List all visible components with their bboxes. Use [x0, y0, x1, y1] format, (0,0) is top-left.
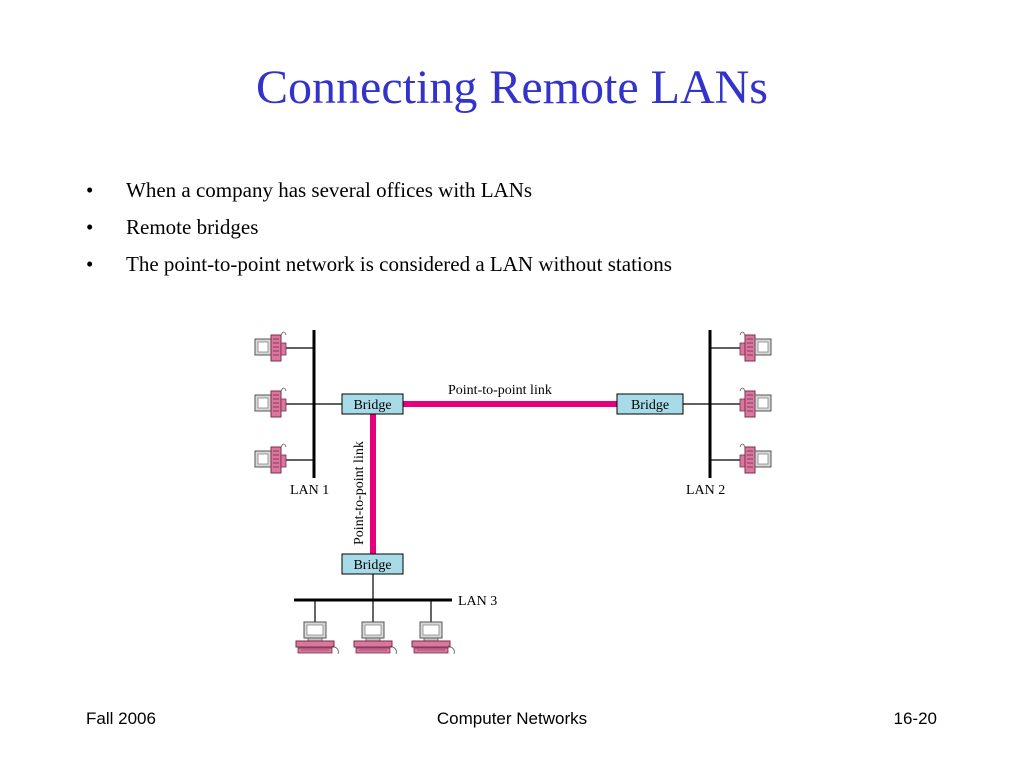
bullet-list: • When a company has several offices wit…	[86, 172, 672, 283]
slide-title: Connecting Remote LANs	[256, 61, 768, 114]
bridge-lan2: Bridge	[616, 393, 684, 415]
bullet-marker: •	[86, 215, 94, 239]
footer-page-number: 16-20	[893, 709, 937, 728]
bullet-text: Remote bridges	[126, 215, 259, 239]
lan1-station-icon	[254, 331, 287, 362]
bullet-item: • When a company has several offices wit…	[86, 172, 672, 209]
bullet-marker: •	[86, 178, 94, 202]
footer-date: Fall 2006	[86, 709, 156, 728]
bridge-box	[616, 393, 684, 415]
bullet-text: The point-to-point network is considered…	[126, 252, 672, 276]
bridge-lan3: Bridge	[341, 553, 404, 575]
bridge-label: Bridge	[353, 398, 391, 413]
bullet-item: • Remote bridges	[86, 209, 672, 246]
bridge-label: Bridge	[631, 398, 669, 413]
lan3-station-icon	[411, 621, 455, 655]
link-label-horizontal: Point-to-point link	[448, 383, 552, 398]
lan3-label: LAN 3	[458, 594, 497, 609]
lan2-station-icon	[739, 387, 772, 418]
bridge-box	[341, 393, 404, 415]
footer-course: Computer Networks	[436, 709, 588, 728]
lan1-station-icon	[254, 387, 287, 418]
link-label-vertical: Point-to-point link	[352, 441, 367, 545]
lan3-station-icon	[295, 621, 339, 655]
lan2-label: LAN 2	[686, 483, 725, 498]
bullet-marker: •	[86, 252, 94, 276]
bridge-lan1: Bridge	[341, 393, 404, 415]
bullet-item: • The point-to-point network is consider…	[86, 246, 672, 283]
bridge-label: Bridge	[353, 558, 391, 573]
bullet-text: When a company has several offices with …	[126, 178, 533, 202]
lan2-station-icon	[739, 443, 772, 474]
lan3-station-icon	[353, 621, 397, 655]
lan1-station-icon	[254, 443, 287, 474]
lan1-label: LAN 1	[290, 483, 329, 498]
lan2-station-icon	[739, 331, 772, 362]
